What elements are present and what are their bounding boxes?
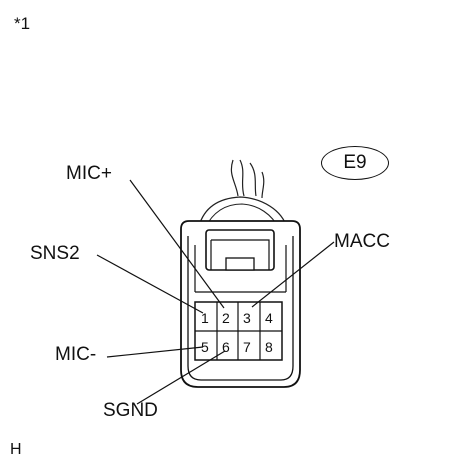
- label-macc: MACC: [334, 231, 390, 252]
- pin-6: 6: [222, 339, 230, 355]
- leader-mic-plus: [129, 179, 225, 309]
- pin-2: 2: [222, 310, 230, 326]
- footer-code: H: [10, 441, 22, 458]
- label-mic-plus: MIC+: [66, 163, 112, 184]
- connector-housing-inner: [187, 236, 294, 381]
- wire-boot-inner: [204, 203, 280, 230]
- pin-3: 3: [243, 310, 251, 326]
- pin-8: 8: [265, 339, 273, 355]
- leader-sns2: [96, 254, 204, 314]
- leader-sgnd: [136, 350, 226, 405]
- leader-macc: [251, 241, 335, 308]
- corner-note: *1: [14, 14, 31, 33]
- wire-boot: [198, 196, 288, 229]
- pin-7: 7: [243, 339, 251, 355]
- pin-5: 5: [201, 339, 209, 355]
- label-sns2: SNS2: [30, 243, 80, 264]
- connector-latch-tab: [225, 257, 255, 271]
- label-mic-minus: MIC-: [55, 344, 97, 365]
- wire-harness: [230, 159, 265, 199]
- pin-4: 4: [265, 310, 273, 326]
- label-sgnd: SGND: [103, 400, 158, 421]
- leader-mic-minus: [106, 346, 204, 358]
- pin-1: 1: [201, 310, 209, 326]
- connector-latch-inner: [210, 239, 270, 270]
- connector-id-badge: E9: [321, 146, 389, 180]
